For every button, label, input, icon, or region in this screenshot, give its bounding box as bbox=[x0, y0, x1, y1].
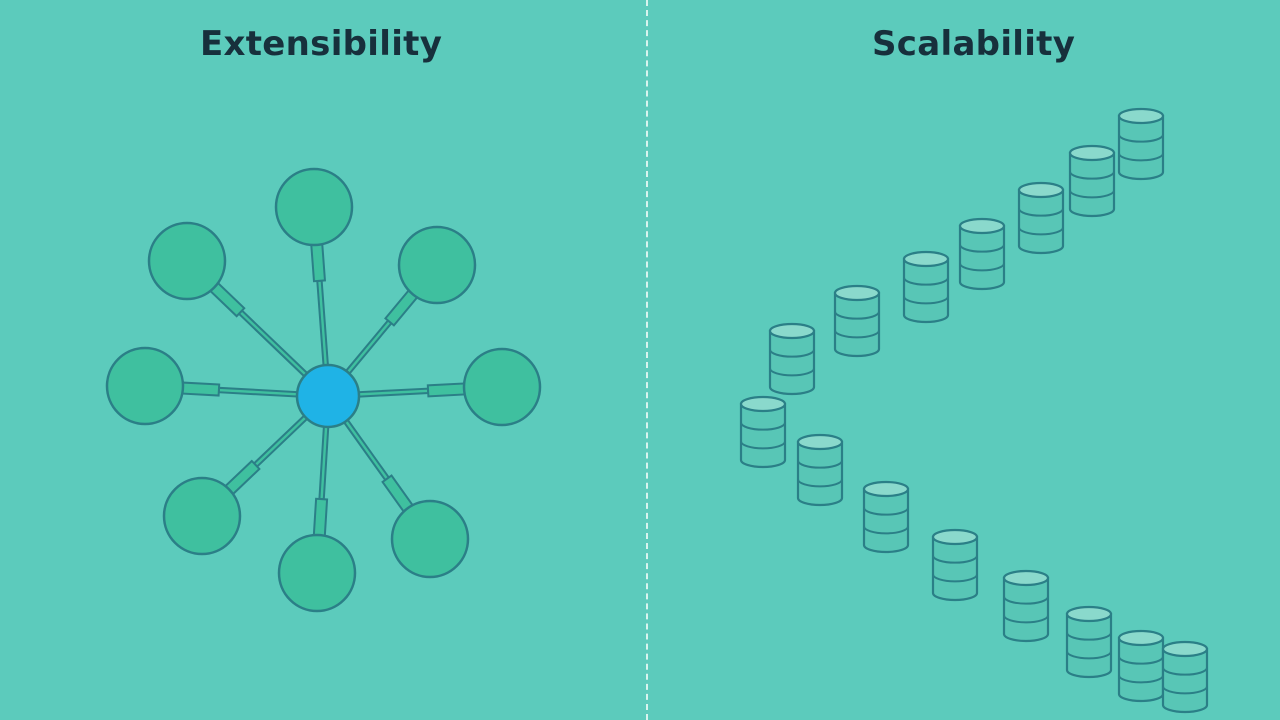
spoke-rod bbox=[252, 412, 310, 468]
database-icon bbox=[1161, 640, 1209, 714]
database-icon bbox=[1117, 107, 1165, 181]
spoke-4 bbox=[105, 346, 301, 426]
database-icon bbox=[1068, 144, 1116, 218]
spoke-5 bbox=[355, 347, 542, 427]
scalability-title: Scalability bbox=[872, 24, 1076, 64]
spoke-7 bbox=[341, 416, 470, 579]
plugin-node bbox=[162, 476, 242, 556]
spoke-rod bbox=[217, 386, 301, 398]
plugin-node bbox=[397, 225, 477, 305]
plugin-node bbox=[274, 167, 354, 247]
spoke-rod bbox=[237, 309, 310, 379]
spoke-6 bbox=[162, 412, 310, 556]
database-icon bbox=[1065, 605, 1113, 679]
extensibility-title: Extensibility bbox=[200, 24, 443, 64]
core-hub bbox=[295, 363, 361, 429]
database-icon bbox=[1002, 569, 1050, 643]
spoke-rod bbox=[343, 319, 393, 377]
plugin-node bbox=[462, 347, 542, 427]
database-icon bbox=[739, 395, 787, 469]
spoke-connector bbox=[179, 381, 221, 397]
hub-spoke-diagram bbox=[105, 167, 542, 613]
plugin-node bbox=[105, 346, 185, 426]
spoke-2 bbox=[147, 221, 310, 379]
database-scaling-diagram bbox=[739, 107, 1209, 714]
spoke-1 bbox=[274, 167, 354, 369]
database-icon bbox=[958, 217, 1006, 291]
database-icon bbox=[862, 480, 910, 554]
database-icon bbox=[768, 322, 816, 396]
spoke-connector bbox=[310, 241, 327, 283]
database-icon bbox=[931, 528, 979, 602]
spoke-8 bbox=[277, 423, 357, 613]
spoke-rod bbox=[341, 416, 391, 482]
database-icon bbox=[796, 433, 844, 507]
spoke-rod bbox=[318, 423, 330, 501]
plugin-node bbox=[390, 499, 470, 579]
panel-divider bbox=[646, 0, 648, 720]
plugin-node bbox=[277, 533, 357, 613]
spoke-connector bbox=[312, 497, 329, 539]
spoke-3 bbox=[343, 225, 477, 377]
database-icon bbox=[902, 250, 950, 324]
spoke-rod bbox=[316, 279, 330, 369]
spoke-connector bbox=[426, 382, 468, 398]
plugin-node bbox=[147, 221, 227, 301]
database-icon bbox=[1017, 181, 1065, 255]
spoke-rod bbox=[355, 387, 430, 398]
database-icon bbox=[833, 284, 881, 358]
database-icon bbox=[1117, 629, 1165, 703]
